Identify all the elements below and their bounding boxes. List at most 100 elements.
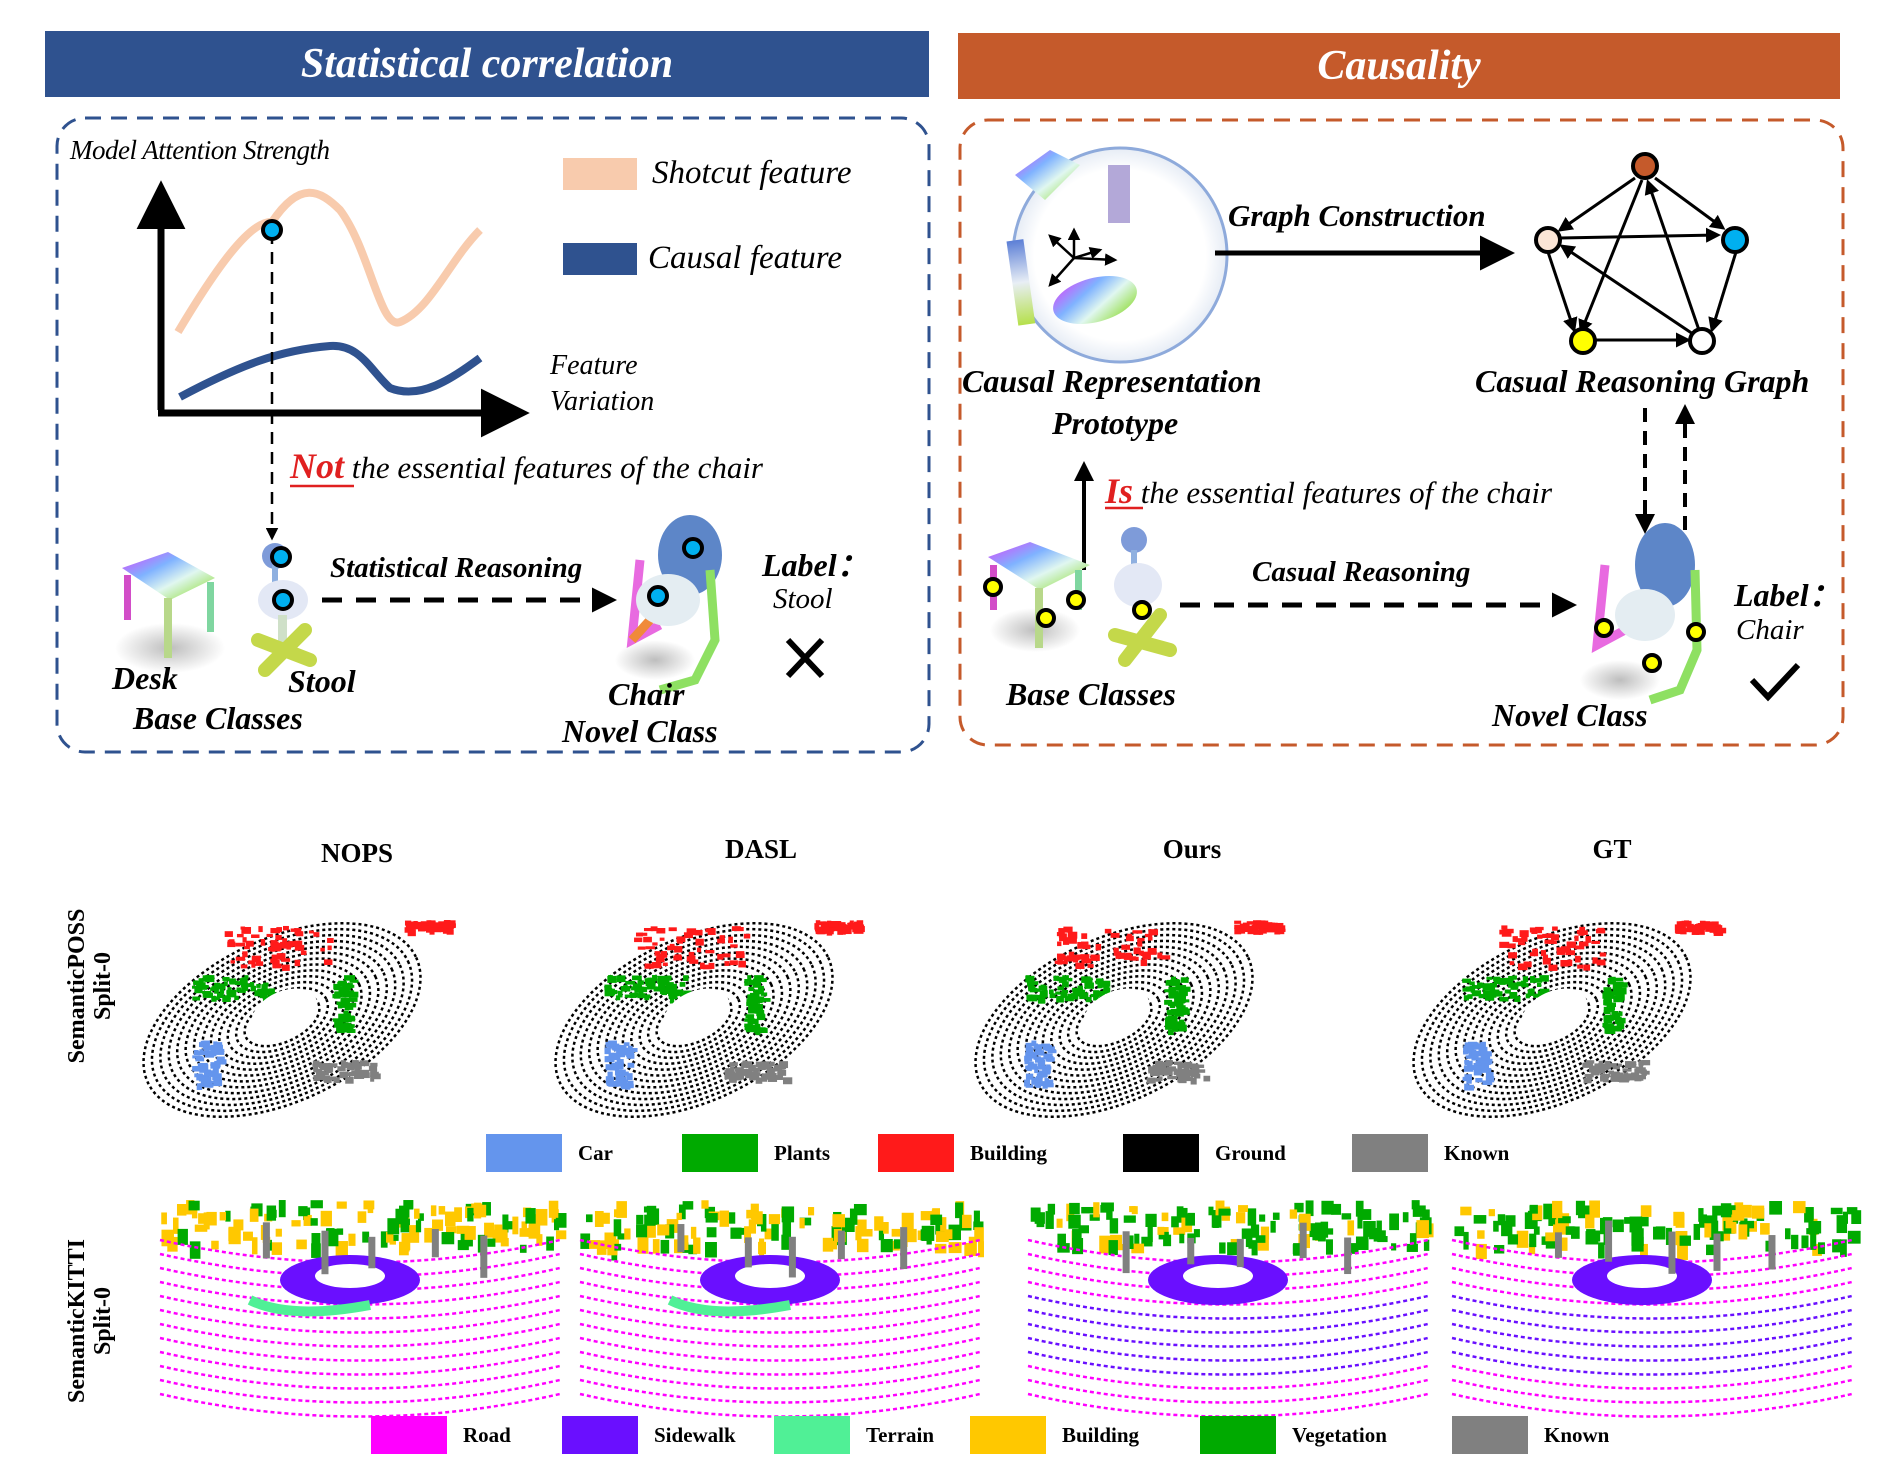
header-title: Causality xyxy=(1317,43,1481,89)
label-title: Label： xyxy=(762,547,869,583)
desk-point-1 xyxy=(983,577,1003,597)
causality-header: Causality xyxy=(958,33,1840,99)
legend-label: Building xyxy=(1062,1422,1140,1447)
desk-point-3 xyxy=(1066,590,1086,610)
legend-item-terrain: Terrain xyxy=(774,1416,934,1454)
desk-pointcloud-right xyxy=(983,542,1090,652)
stool-label: Stool xyxy=(288,663,356,699)
not-emphasis: Not xyxy=(290,446,344,486)
statistical-reasoning-label: Statistical Reasoning xyxy=(330,552,583,584)
header-title: Statistical correlation xyxy=(300,41,674,87)
stool-pointcloud-right xyxy=(1108,527,1177,667)
legend-swatch xyxy=(371,1416,447,1454)
statistical-correlation-header: Statistical correlation xyxy=(45,31,929,97)
column-title-dasl: DASL xyxy=(724,834,798,864)
legend-item-ground: Ground xyxy=(1123,1134,1286,1172)
legend-label-causal: Causal feature xyxy=(648,240,843,276)
desk-label: Desk xyxy=(112,660,178,696)
desk-point-2 xyxy=(1036,608,1056,628)
note-text: the essential features of the chair xyxy=(351,450,763,485)
is-essential-note: Is the essential features of the chair xyxy=(1105,470,1552,512)
x-axis-label-line1: Feature xyxy=(550,350,638,381)
legend-item-building: Building xyxy=(878,1134,1047,1172)
check-icon xyxy=(1749,662,1801,702)
legend-item-building: Building xyxy=(970,1416,1139,1454)
semanticposs-ours-pointcloud xyxy=(974,920,1286,1118)
legend-swatch-causal xyxy=(563,243,637,275)
legend-swatch xyxy=(1200,1416,1276,1454)
chair-pointcloud-left xyxy=(615,515,722,695)
legend-label: Known xyxy=(1444,1140,1510,1165)
stool-point xyxy=(1132,600,1152,620)
column-title-ours: Ours xyxy=(1162,834,1222,864)
note-text: the essential features of the chair xyxy=(1140,475,1553,510)
attention-point xyxy=(261,219,283,241)
legend-swatch xyxy=(562,1416,638,1454)
semanticposs-gt-pointcloud xyxy=(1412,920,1727,1118)
chair-pointcloud-right xyxy=(1580,523,1706,705)
legend-item-road: Road xyxy=(371,1416,511,1454)
legend-item-vegetation: Vegetation xyxy=(1200,1416,1387,1454)
novel-class-label-right: Novel Class xyxy=(1492,697,1648,733)
chair-back-point xyxy=(682,537,704,559)
stool-seat-point xyxy=(272,589,294,611)
prototype-shapes xyxy=(1006,150,1137,326)
chair-point-2 xyxy=(1686,622,1706,642)
axes-icon xyxy=(1048,227,1118,287)
chair-point-1 xyxy=(1594,618,1614,638)
graph-node-right xyxy=(1721,226,1749,254)
prototype-label-line2: Prototype xyxy=(1052,405,1179,441)
label-value-right: Chair xyxy=(1736,614,1804,646)
not-essential-note: Not the essential features of the chair xyxy=(290,445,763,487)
causal-reasoning-graph xyxy=(1534,152,1749,355)
semantickitti-gt-pointcloud xyxy=(1451,1200,1862,1418)
legend-swatch xyxy=(1352,1134,1428,1172)
legend-label: Road xyxy=(463,1422,511,1447)
causality-panel-border xyxy=(958,118,1845,747)
is-emphasis: Is xyxy=(1105,471,1134,511)
statistical-panel-border xyxy=(55,116,931,754)
graph-node-left xyxy=(1534,226,1562,254)
novel-class-label: Novel Class xyxy=(562,713,718,749)
legend-label: Car xyxy=(578,1140,613,1165)
legend-label: Ground xyxy=(1215,1140,1286,1165)
legend-label: Building xyxy=(970,1140,1048,1165)
stool-pointcloud xyxy=(251,543,317,677)
legend-label: Sidewalk xyxy=(654,1422,736,1447)
legend-item-sidewalk: Sidewalk xyxy=(562,1416,736,1454)
semantickitti-nops-pointcloud xyxy=(159,1200,567,1418)
stool-top-point xyxy=(270,546,292,568)
legend-label: Vegetation xyxy=(1292,1422,1387,1447)
legend-swatch-shortcut xyxy=(563,158,637,190)
base-classes-label-right: Base Classes xyxy=(1006,676,1176,712)
semanticposs-nops-pointcloud xyxy=(142,920,456,1118)
legend-label: Known xyxy=(1544,1422,1610,1447)
legend-label: Plants xyxy=(774,1140,831,1165)
base-classes-label: Base Classes xyxy=(133,700,303,736)
semantickitti-ours-pointcloud xyxy=(1027,1200,1434,1418)
legend-label-shortcut: Shotcut feature xyxy=(652,155,852,191)
causal-feature-curve xyxy=(178,341,483,401)
label-title-right: Label： xyxy=(1734,577,1841,613)
legend-item-known: Known xyxy=(1452,1416,1609,1454)
chair-point-3 xyxy=(1642,653,1662,673)
graph-node-bottom-right xyxy=(1688,327,1716,355)
legend-label: Terrain xyxy=(866,1422,935,1447)
cross-icon xyxy=(785,637,825,679)
graph-label: Casual Reasoning Graph xyxy=(1475,363,1810,399)
legend-item-plants: Plants xyxy=(682,1134,830,1172)
casual-reasoning-label: Casual Reasoning xyxy=(1252,556,1471,588)
semanticposs-dasl-pointcloud xyxy=(554,920,865,1118)
column-title-gt: GT xyxy=(1592,834,1632,864)
legend-swatch xyxy=(774,1416,850,1454)
legend-swatch xyxy=(878,1134,954,1172)
legend-item-known: Known xyxy=(1352,1134,1509,1172)
label-value: Stool xyxy=(773,583,833,615)
legend-item-car: Car xyxy=(486,1134,613,1172)
legend-swatch xyxy=(970,1416,1046,1454)
y-axis-label: Model Attention Strength xyxy=(70,135,330,165)
graph-node-top xyxy=(1631,152,1659,180)
shortcut-feature-curve xyxy=(174,188,483,335)
